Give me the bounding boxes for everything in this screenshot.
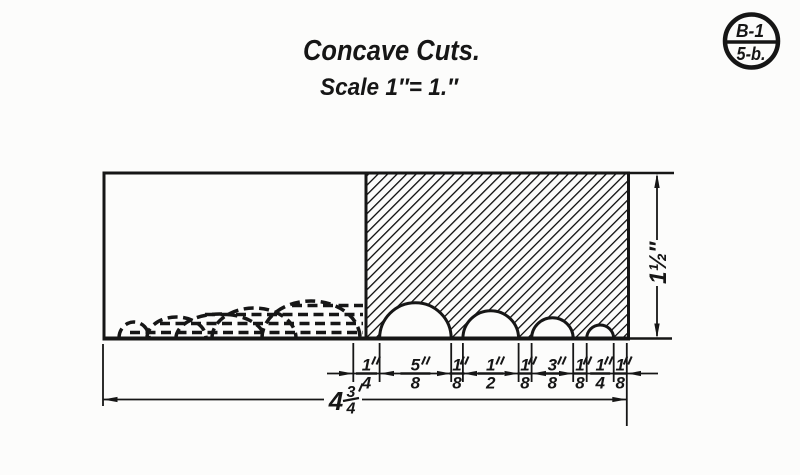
svg-text:8: 8 <box>520 374 530 393</box>
svg-text:8: 8 <box>575 374 585 393</box>
svg-text:5: 5 <box>411 356 421 375</box>
svg-text:1½″: 1½″ <box>645 241 672 284</box>
svg-text:1: 1 <box>520 356 529 375</box>
svg-text:3: 3 <box>347 384 356 401</box>
svg-text:B-1: B-1 <box>736 21 764 41</box>
svg-text:8: 8 <box>548 374 558 393</box>
svg-text:1: 1 <box>615 356 624 375</box>
svg-text:8: 8 <box>452 374 462 393</box>
svg-text:1: 1 <box>595 356 604 375</box>
svg-text:4: 4 <box>594 374 605 393</box>
svg-text:Concave Cuts.: Concave Cuts. <box>303 35 480 67</box>
svg-text:1: 1 <box>575 356 584 375</box>
svg-text:3: 3 <box>548 356 558 375</box>
svg-text:1: 1 <box>452 356 461 375</box>
svg-text:4: 4 <box>328 386 344 416</box>
svg-text:8: 8 <box>615 374 625 393</box>
svg-text:Scale 1″= 1.″: Scale 1″= 1.″ <box>320 74 459 101</box>
svg-text:4: 4 <box>346 401 356 418</box>
svg-text:8: 8 <box>411 374 421 393</box>
svg-text:1: 1 <box>486 356 495 375</box>
svg-text:1: 1 <box>362 356 371 375</box>
svg-text:4: 4 <box>361 374 372 393</box>
svg-text:5-b.: 5-b. <box>737 44 766 64</box>
svg-text:2: 2 <box>485 374 496 393</box>
